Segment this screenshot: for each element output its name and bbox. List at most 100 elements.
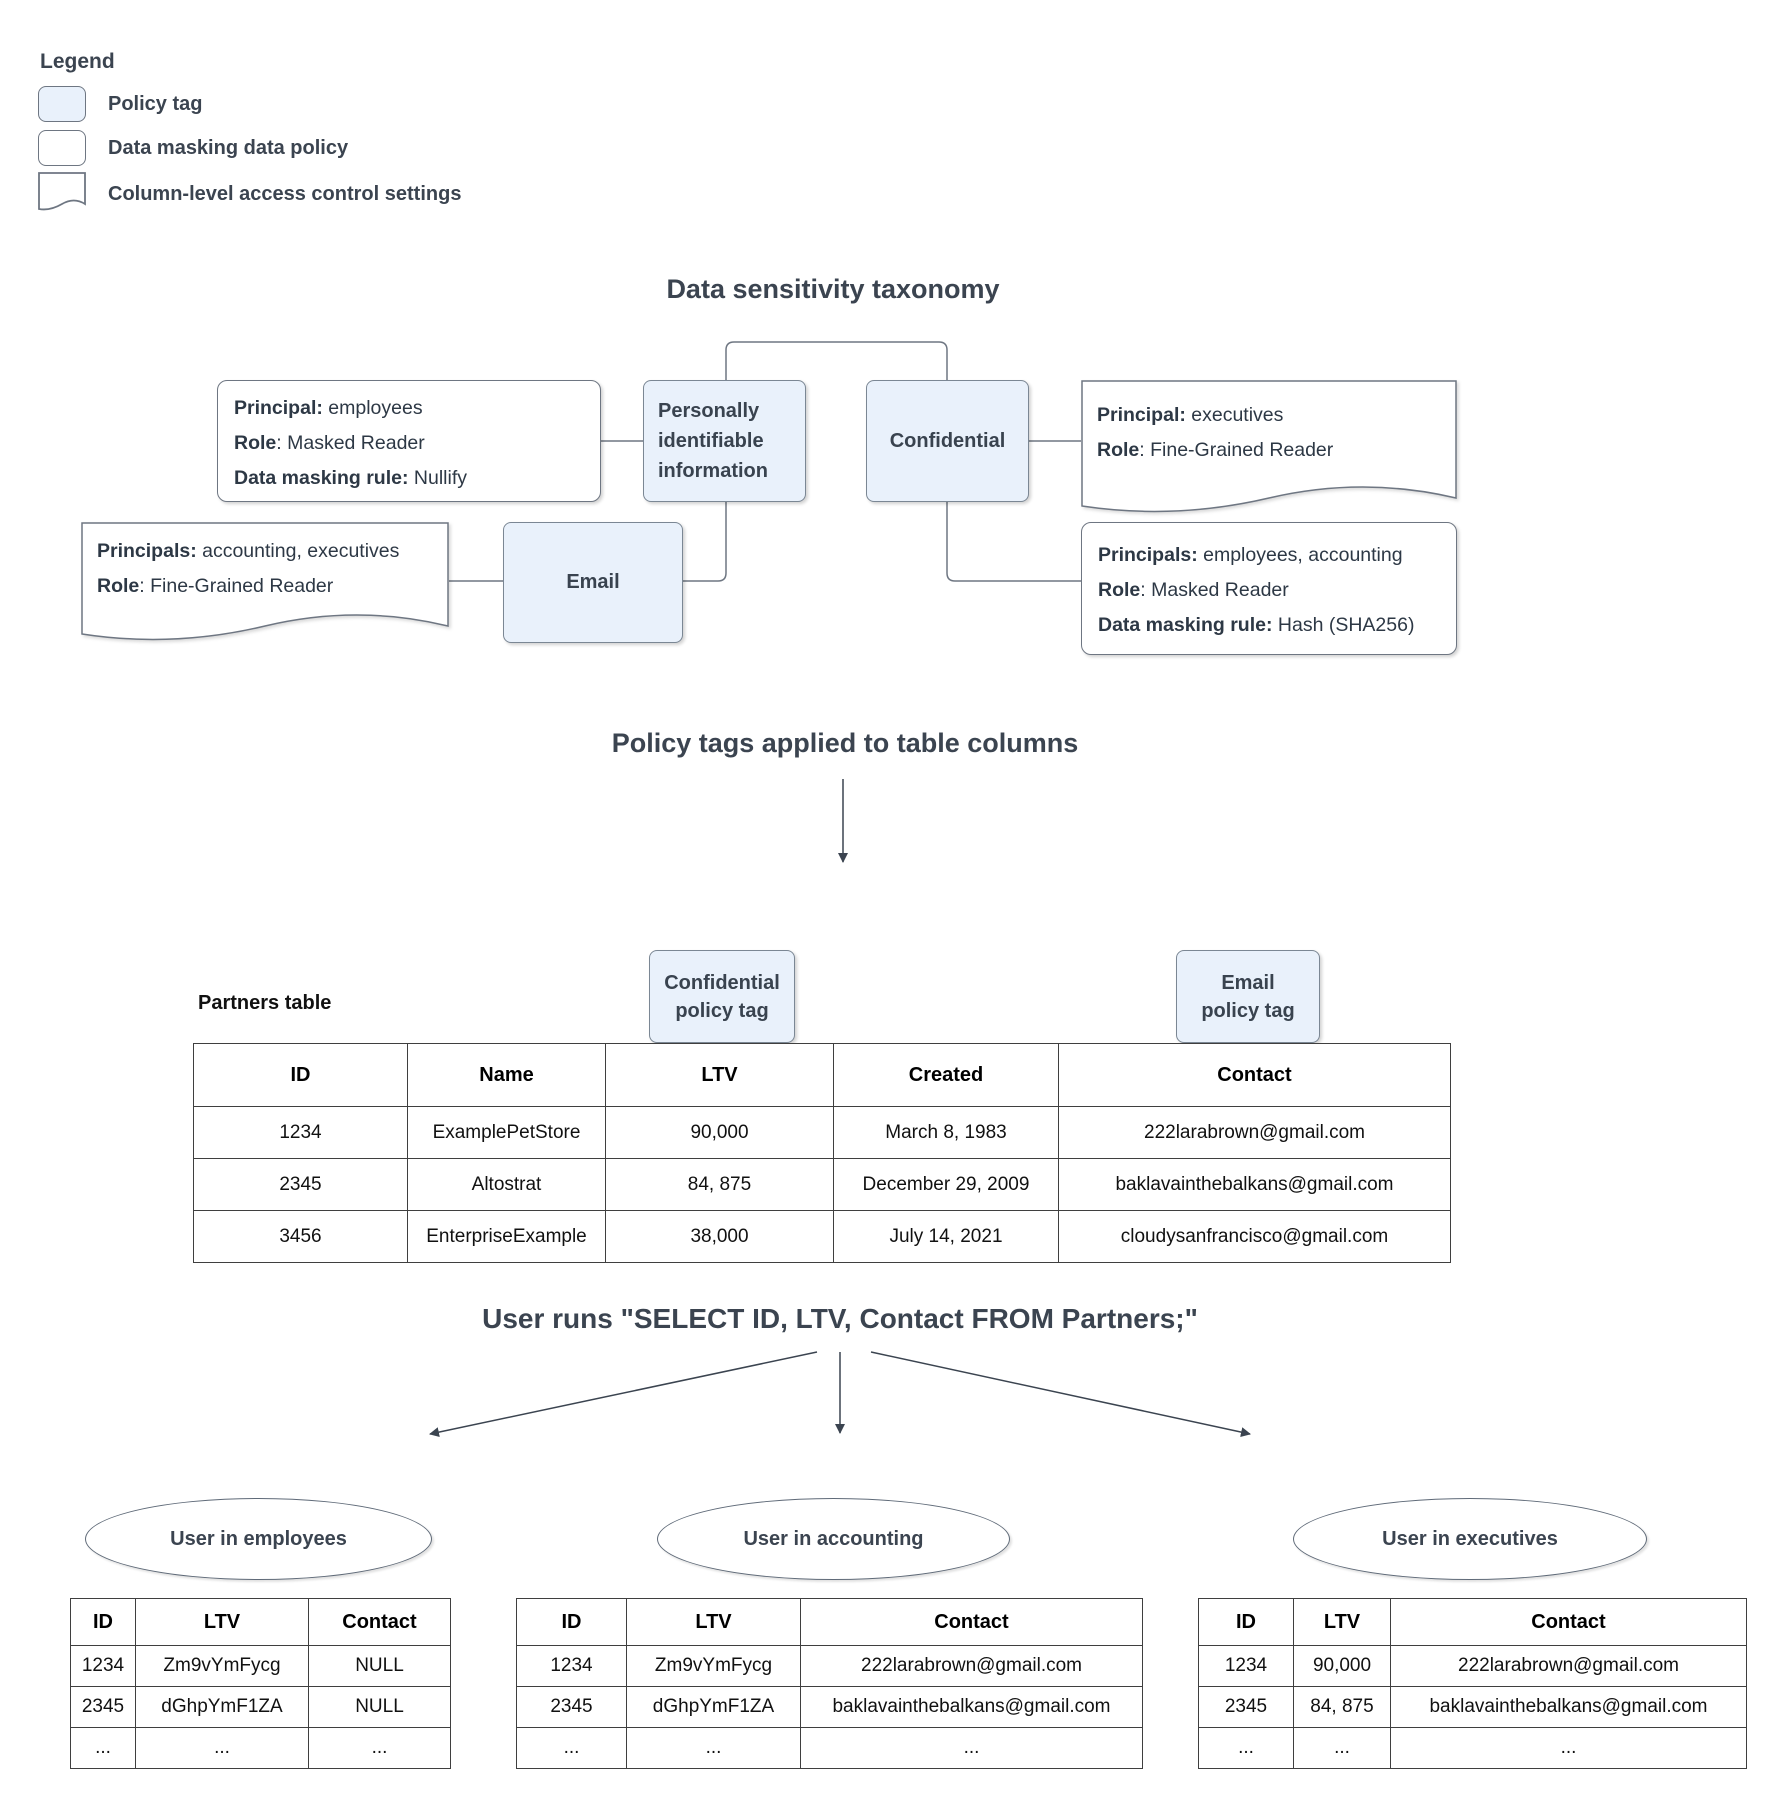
table-cell: cloudysanfrancisco@gmail.com (1058, 1210, 1451, 1263)
table-cell: 222larabrown@gmail.com (800, 1645, 1143, 1687)
legend-item-label: Column-level access control settings (108, 182, 462, 205)
table-cell: Zm9vYmFycg (626, 1645, 801, 1687)
table-cell: 90,000 (1293, 1645, 1391, 1687)
table-cell: 222larabrown@gmail.com (1390, 1645, 1747, 1687)
table-cell: 2345 (516, 1686, 627, 1728)
policy-text-line: Data masking rule: Hash (SHA256) (1098, 614, 1415, 636)
legend-item-data-masking-policy: Data masking data policy (38, 130, 348, 166)
legend-item-label: Policy tag (108, 92, 203, 115)
table-cell: ... (1198, 1727, 1294, 1769)
query-section-title: User runs "SELECT ID, LTV, Contact FROM … (482, 1303, 1198, 1334)
column-header: ID (1198, 1598, 1294, 1646)
table-cell: 2345 (70, 1686, 136, 1728)
policy-text-line: Principal: employees (234, 396, 423, 419)
table-cell: ... (800, 1727, 1143, 1769)
column-header: Contact (1390, 1598, 1747, 1646)
table-cell: 84, 875 (1293, 1686, 1391, 1728)
column-header: ID (70, 1598, 136, 1646)
table-row: ......... (516, 1727, 1143, 1769)
policy-text-line: Role: Fine-Grained Reader (1097, 439, 1334, 461)
policy-tag-email: Email (503, 522, 683, 643)
table-cell: Zm9vYmFycg (135, 1645, 309, 1687)
taxonomy-section-title: Data sensitivity taxonomy (666, 274, 1000, 304)
column-header: Name (407, 1043, 606, 1107)
confidential-to-hash-connector (946, 502, 1081, 582)
table-cell: 1234 (1198, 1645, 1294, 1687)
group-ellipse-employees: User in employees (85, 1498, 432, 1580)
table-row: ......... (70, 1727, 451, 1769)
policy-text-line: Data masking rule: Nullify (234, 466, 467, 489)
table-cell: 2345 (193, 1158, 408, 1211)
group-ellipse-accounting: User in accounting (657, 1498, 1010, 1580)
table-cell: 222larabrown@gmail.com (1058, 1106, 1451, 1159)
column-header: LTV (605, 1043, 834, 1107)
query-arrow-left (429, 1351, 818, 1438)
document-shape-swatch-icon (38, 172, 86, 211)
table-cell: baklavainthebalkans@gmail.com (800, 1686, 1143, 1728)
column-header: LTV (135, 1598, 309, 1646)
policy-text-line: Principals: accounting, executives (97, 540, 400, 562)
table-cell: 1234 (193, 1106, 408, 1159)
table-cell: dGhpYmF1ZA (626, 1686, 801, 1728)
table-cell: EnterpriseExample (407, 1210, 606, 1263)
table-cell: ... (516, 1727, 627, 1769)
table-row: ......... (1198, 1727, 1747, 1769)
table-cell: ... (135, 1727, 309, 1769)
table-cell: ... (626, 1727, 801, 1769)
table-cell: Altostrat (407, 1158, 606, 1211)
column-header: Contact (1058, 1043, 1451, 1107)
policy-text-line: Role: Fine-Grained Reader (97, 575, 334, 597)
column-header: ID (193, 1043, 408, 1107)
column-header: Contact (308, 1598, 451, 1646)
policy-section-title: Policy tags applied to table columns (611, 728, 1079, 758)
legend-item-label: Data masking data policy (108, 136, 349, 159)
table-cell: 2345 (1198, 1686, 1294, 1728)
table-cell: 38,000 (605, 1210, 834, 1263)
legend-item-column-access: Column-level access control settings (38, 172, 461, 216)
column-header: Contact (800, 1598, 1143, 1646)
legend-title: Legend (40, 50, 115, 73)
partners-table-label: Partners table (198, 992, 332, 1014)
table-cell: dGhpYmF1ZA (135, 1686, 309, 1728)
column-header: Created (833, 1043, 1059, 1107)
column-header: LTV (1293, 1598, 1391, 1646)
table-cell: NULL (308, 1645, 451, 1687)
policy-tag-pii: Personally identifiable information (643, 380, 806, 502)
column-header: LTV (626, 1598, 801, 1646)
data-masking-policy-swatch-icon (38, 130, 86, 166)
table-cell: 90,000 (605, 1106, 834, 1159)
table-cell: 84, 875 (605, 1158, 834, 1211)
policy-text-line: Principals: employees, accounting (1098, 544, 1403, 566)
table-cell: 1234 (516, 1645, 627, 1687)
table-cell: baklavainthebalkans@gmail.com (1058, 1158, 1451, 1211)
table-cell: July 14, 2021 (833, 1210, 1059, 1263)
email-policy-tag-callout: Email policy tag (1176, 950, 1320, 1043)
table-cell: 1234 (70, 1645, 136, 1687)
group-ellipse-executives: User in executives (1293, 1498, 1647, 1580)
policy-text-line: Role: Masked Reader (234, 431, 425, 454)
document-shape (1081, 380, 1457, 513)
policy-tag-confidential: Confidential (866, 380, 1029, 502)
table-cell: ... (1293, 1727, 1391, 1769)
table-cell: 3456 (193, 1210, 408, 1263)
pii-to-email-connector (683, 502, 727, 582)
